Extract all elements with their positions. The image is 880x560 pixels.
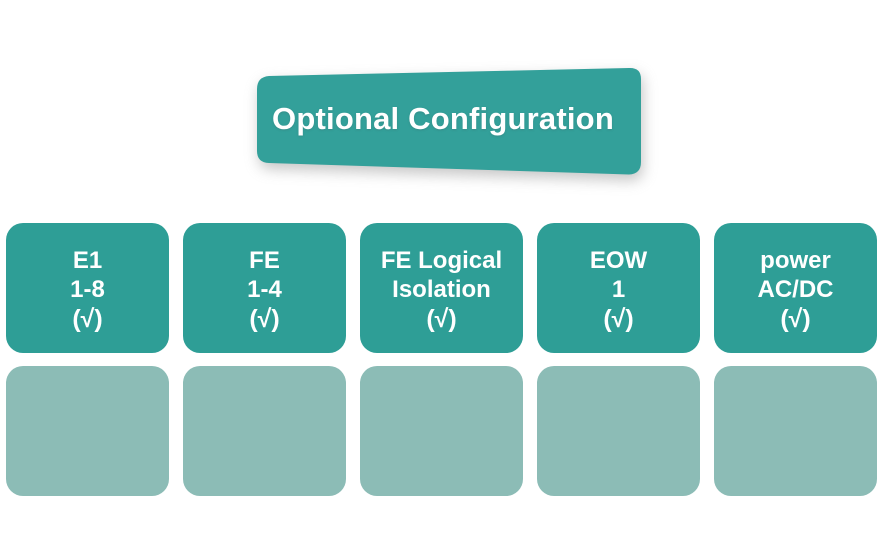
option-name: EOW [589, 246, 648, 274]
option-check: (√) [249, 304, 280, 333]
optional-configuration-banner: Optional Configuration [243, 66, 643, 178]
option-name: power [760, 246, 831, 274]
option-name: FE [249, 246, 280, 274]
slot-box-4[interactable] [537, 366, 700, 496]
option-row: E1 1-8 (√) FE 1-4 (√) FE Logical Isolati… [6, 223, 877, 353]
banner-title: Optional Configuration [272, 101, 614, 136]
slot-box-2[interactable] [183, 366, 346, 496]
option-range: AC/DC [757, 275, 834, 303]
option-name: FE Logical [380, 246, 503, 274]
option-name: E1 [72, 246, 103, 274]
slot-row [6, 366, 877, 496]
option-box-power[interactable]: power AC/DC (√) [714, 223, 877, 353]
option-range: 1-8 [70, 275, 105, 303]
option-check: (√) [780, 304, 811, 333]
option-box-fe[interactable]: FE 1-4 (√) [183, 223, 346, 353]
option-box-e1[interactable]: E1 1-8 (√) [6, 223, 169, 353]
slot-box-5[interactable] [714, 366, 877, 496]
option-range: 1-4 [247, 275, 282, 303]
option-range: 1 [611, 275, 626, 303]
option-check: (√) [603, 304, 634, 333]
option-box-eow[interactable]: EOW 1 (√) [537, 223, 700, 353]
slot-box-3[interactable] [360, 366, 523, 496]
banner-shape [243, 66, 643, 178]
option-check: (√) [72, 304, 103, 333]
option-range: Isolation [392, 275, 491, 303]
option-box-fe-logical-isolation[interactable]: FE Logical Isolation (√) [360, 223, 523, 353]
option-check: (√) [426, 304, 457, 333]
slot-box-1[interactable] [6, 366, 169, 496]
